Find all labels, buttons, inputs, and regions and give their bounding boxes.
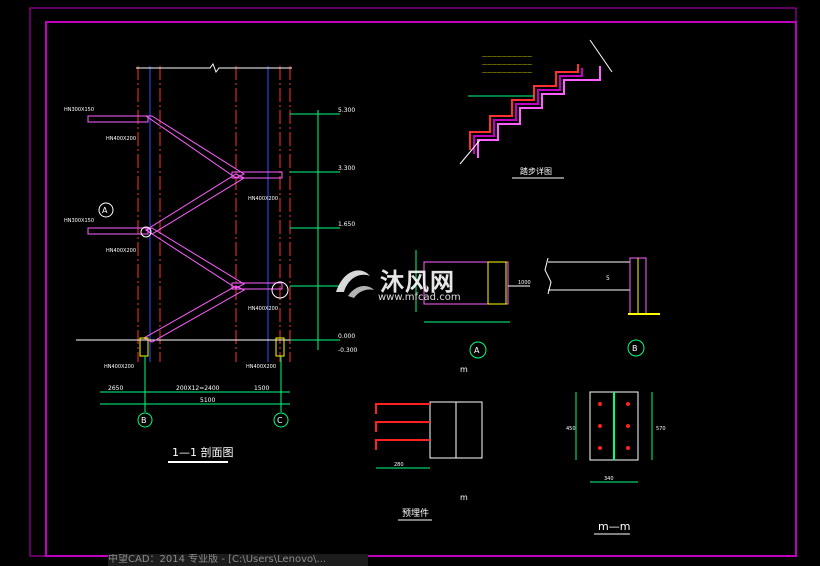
stair-flight xyxy=(144,227,246,289)
break-line xyxy=(589,39,613,73)
drawing-border-inner xyxy=(45,21,797,557)
elevation-label: 1.650 xyxy=(338,221,355,228)
beam-section xyxy=(423,261,509,305)
anchor-bar xyxy=(375,403,430,414)
dimension-text: 1500 xyxy=(254,385,269,392)
embedded-part: 280 m m 预埋件 xyxy=(375,365,483,521)
embed-plate xyxy=(429,401,457,459)
member-label: HN300X150 xyxy=(64,107,94,113)
elevation-label: 3.300 xyxy=(338,165,355,172)
part-title: 预埋件 xyxy=(402,507,429,519)
column-section xyxy=(487,261,507,305)
anchor-hole xyxy=(598,402,602,406)
member-label: HN400X200 xyxy=(246,364,276,370)
axis-bubble-a xyxy=(98,202,114,218)
member-label: HN400X200 xyxy=(106,136,136,142)
detail-bubble-a xyxy=(469,341,487,359)
step-outline xyxy=(477,66,601,158)
dimension-text: 450 xyxy=(566,426,576,432)
detail-bubble-b xyxy=(627,339,645,357)
note-text: —————————— xyxy=(482,62,532,68)
member-label: HN400X200 xyxy=(104,364,134,370)
landing-beam xyxy=(231,171,283,179)
axis-label-c: C xyxy=(277,416,283,425)
break-line xyxy=(136,62,292,74)
note-text: —————————— xyxy=(482,70,532,76)
section-title: m—m xyxy=(598,520,630,533)
section-m-m: 340 450 570 m—m xyxy=(566,391,666,535)
detail-title: 踏步详图 xyxy=(520,166,552,176)
stair-step-detail: —————————— —————————— —————————— 踏步详图 xyxy=(459,39,613,179)
section-1-1: 5.300 3.300 1.650 0.000 -0.300 HN300X150… xyxy=(64,62,358,463)
note-text: —————————— xyxy=(482,54,532,60)
member-label: HN300X150 xyxy=(64,218,94,224)
elevation-label: -0.300 xyxy=(338,347,358,354)
break-line xyxy=(544,257,552,295)
anchor-bar xyxy=(375,439,430,450)
column-base xyxy=(275,337,285,357)
detail-callout xyxy=(140,226,152,238)
stair-flight xyxy=(144,115,246,179)
step-outline xyxy=(473,68,583,154)
dimension-text: 340 xyxy=(604,476,614,482)
anchor-hole xyxy=(598,446,602,450)
section-mark: m xyxy=(460,493,468,502)
anchor-bar xyxy=(375,421,430,432)
section-mark: m xyxy=(460,365,468,374)
dimension-text: 5 xyxy=(606,275,610,282)
anchor-hole xyxy=(598,424,602,428)
member-label: HN400X200 xyxy=(248,196,278,202)
anchor-hole xyxy=(626,424,630,428)
stair-flight xyxy=(145,173,246,235)
member-label: HN400X200 xyxy=(248,306,278,312)
axis-bubble-c xyxy=(273,412,289,428)
dimension-text: 200X12=2400 xyxy=(176,385,220,392)
detail-callout xyxy=(271,281,289,299)
dimension-text: 280 xyxy=(394,462,404,468)
detail-label-a: A xyxy=(474,346,480,355)
stair-flight xyxy=(142,285,246,343)
dimension-text: 5100 xyxy=(200,397,215,404)
elevation-label: 0.000 xyxy=(338,333,355,340)
step-outline xyxy=(469,64,579,150)
detail-label-b: B xyxy=(632,344,638,353)
detail-a: 1000 A xyxy=(415,250,531,359)
dimension-text: 1000 xyxy=(518,280,531,286)
anchor-hole xyxy=(626,446,630,450)
section-title: 1—1 剖面图 xyxy=(172,445,234,459)
status-bar: 中望CAD：2014 专业版 - [C:\Users\Lenovo\... xyxy=(108,554,368,566)
dimension-text: 2650 xyxy=(108,385,123,392)
landing-beam xyxy=(87,227,149,235)
elevation-label: 5.300 xyxy=(338,107,355,114)
member-label: HN400X200 xyxy=(106,248,136,254)
embed-plate xyxy=(455,401,483,459)
landing-beam xyxy=(87,115,149,123)
status-text: 中望CAD：2014 专业版 - [C:\Users\Lenovo\... xyxy=(108,554,327,565)
axis-label-a: A xyxy=(102,206,108,215)
anchor-hole xyxy=(626,402,630,406)
column-base xyxy=(139,337,149,357)
break-line xyxy=(459,139,481,165)
dimension-text: 570 xyxy=(656,426,666,432)
axis-label-b: B xyxy=(141,416,147,425)
detail-b: 5 B xyxy=(544,257,660,357)
drawing-border-outer xyxy=(29,7,797,557)
axis-bubble-b xyxy=(137,412,153,428)
